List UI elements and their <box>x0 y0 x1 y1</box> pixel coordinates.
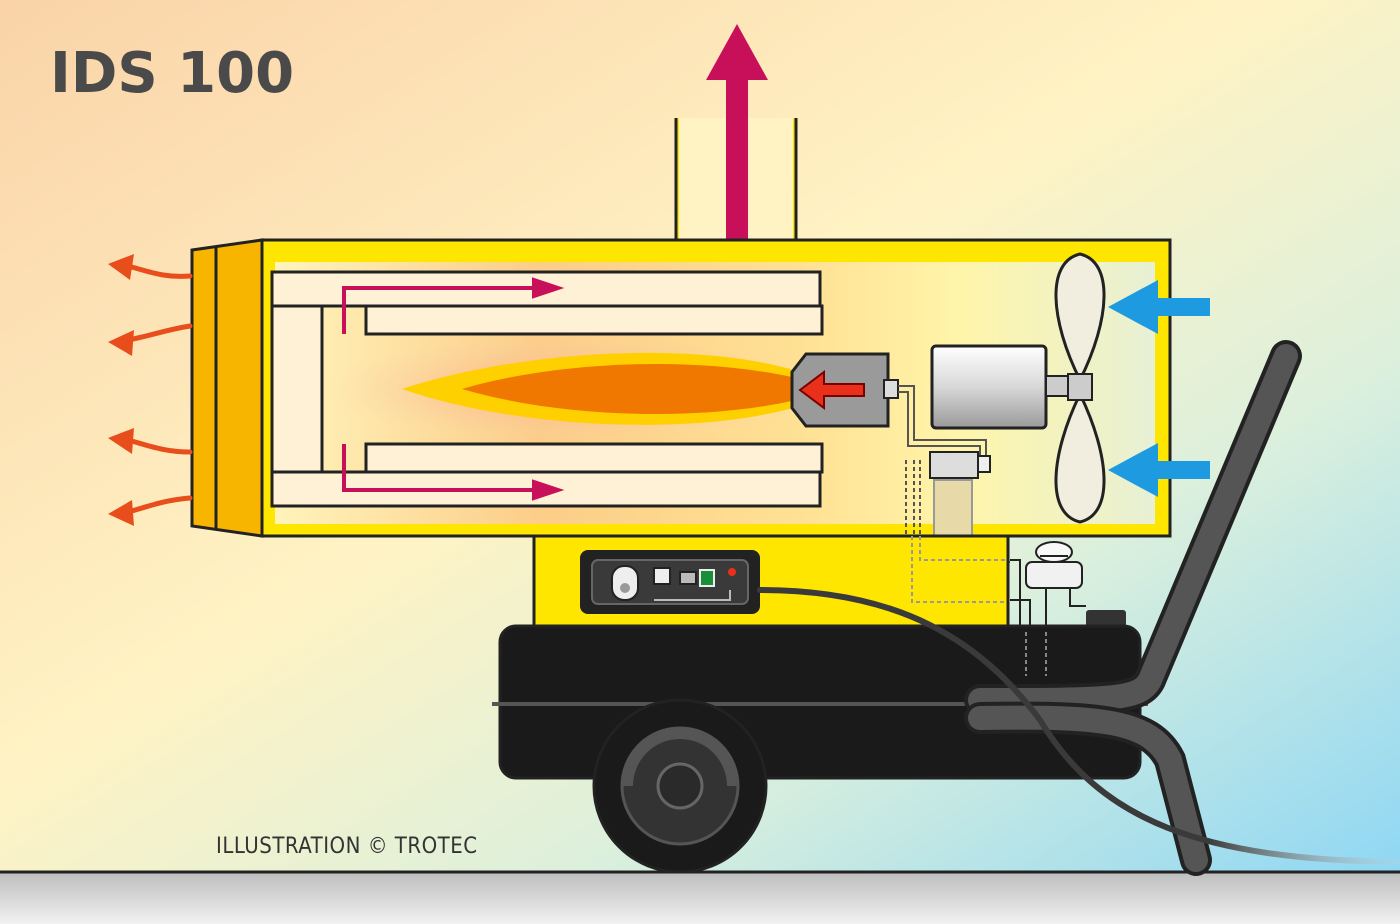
flame-icon <box>402 352 800 425</box>
burner-nozzle <box>790 352 899 428</box>
power-switch[interactable] <box>653 567 671 585</box>
control-panel[interactable] <box>580 550 760 614</box>
exhaust-flow-arrows <box>342 277 565 501</box>
power-cord <box>757 587 1400 865</box>
diagram-title: IDS 100 <box>50 41 294 106</box>
heater-front-grille <box>190 238 264 538</box>
ground <box>0 872 1400 924</box>
illustration-credit: ILLUSTRATION © TROTEC <box>216 834 478 859</box>
fan-motor <box>930 344 1073 430</box>
exhaust-arrow-icon <box>706 24 768 256</box>
reset-button[interactable] <box>679 571 697 585</box>
hot-air-streams <box>259 252 871 524</box>
hot-air-arrow-icon <box>108 254 193 526</box>
warning-light <box>728 568 736 576</box>
fuel-pump <box>929 451 991 537</box>
intake-arrow-icon <box>1108 280 1210 497</box>
fan-icon <box>1054 252 1106 524</box>
status-light <box>699 569 715 587</box>
wheel <box>592 698 768 874</box>
